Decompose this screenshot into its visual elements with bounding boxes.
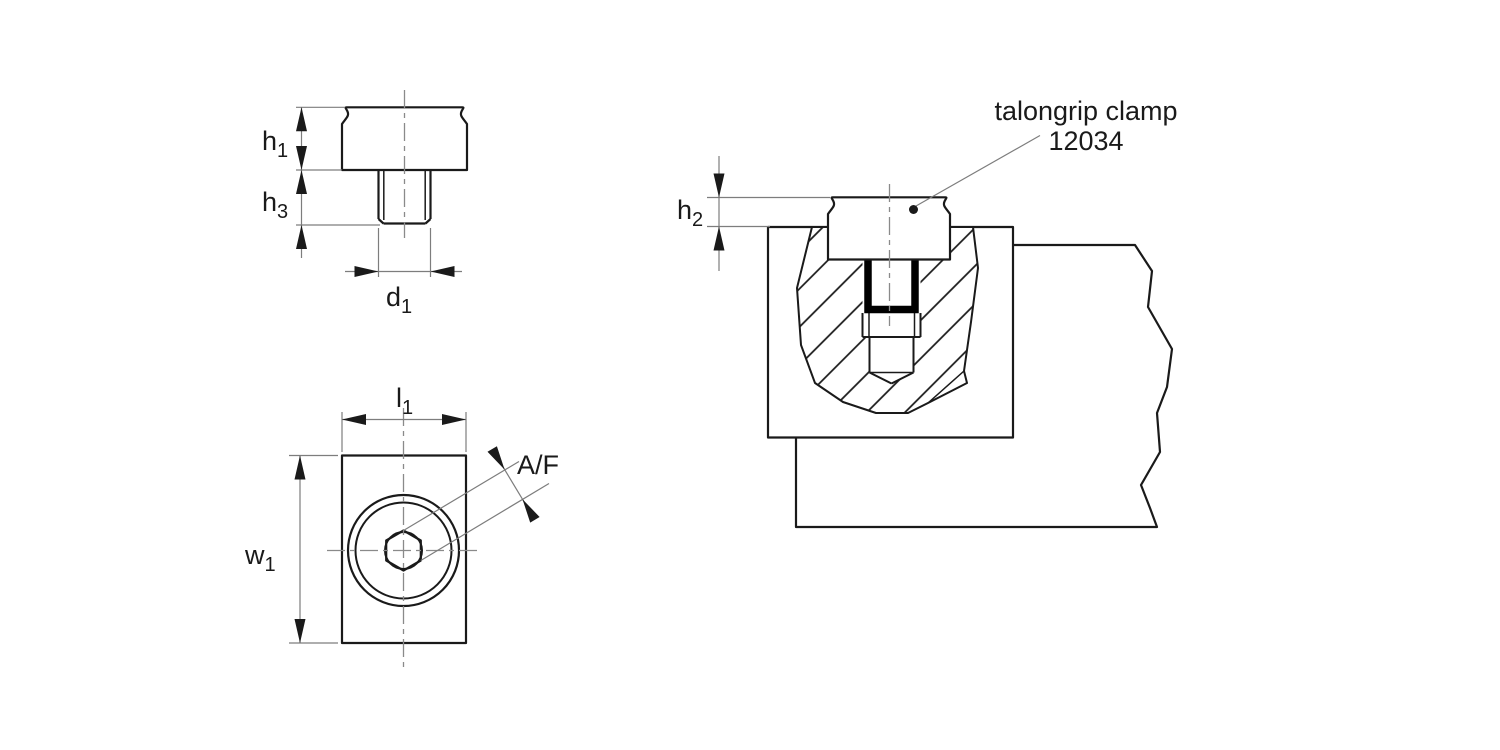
dimension-arrow [296, 107, 307, 132]
hex-socket [385, 529, 422, 572]
top-view: l1 w1 A/F [244, 383, 559, 668]
dim-label-h1: h1 [262, 126, 288, 162]
dimension-arrow [296, 225, 307, 249]
dimension-arrow [442, 414, 466, 425]
dim-label-h3: h3 [262, 187, 288, 223]
callout-leader-line [915, 134, 1041, 207]
dimension-arrow [354, 266, 379, 277]
dimension-arrow [713, 226, 725, 251]
dim-label-h2: h2 [677, 195, 703, 231]
side-view: h1 h3 d1 [262, 90, 469, 318]
callout-part-name: talongrip clamp [994, 96, 1177, 126]
dimension-arrow [342, 414, 366, 425]
dimension-arrow [296, 170, 307, 194]
part-callout: talongrip clamp 12034 [909, 96, 1178, 214]
dim-w1: w1 [244, 454, 338, 644]
dim-label-w1: w1 [244, 540, 276, 576]
thread-engagement [864, 259, 919, 314]
tapped-hole-outline [861, 313, 922, 338]
pilot-hole-outline [868, 337, 915, 385]
section-view: h2 talongrip clamp 12034 [677, 96, 1178, 529]
dimension-arrow [713, 173, 725, 198]
dimension-arrow [430, 266, 455, 277]
dimension-arrow [487, 446, 505, 470]
callout-part-number: 12034 [1048, 126, 1123, 156]
dim-h2: h2 [677, 156, 830, 271]
tapped-hole-clear [862, 259, 921, 337]
dimension-arrow [294, 455, 306, 480]
dim-l1: l1 [341, 383, 467, 452]
dimension-arrow [296, 146, 307, 170]
stud-outline [377, 170, 432, 225]
dim-h1-h3: h1 h3 [262, 106, 380, 258]
dimension-arrow [294, 619, 306, 643]
dim-label-af: A/F [517, 450, 559, 480]
dimension-arrow [522, 499, 540, 523]
dim-af: A/F [403, 446, 559, 562]
dim-d1: d1 [345, 228, 462, 318]
callout-leader-dot [909, 205, 918, 214]
workpiece-outline [794, 243, 1174, 529]
dim-label-d1: d1 [386, 282, 412, 318]
dim-label-l1: l1 [396, 383, 413, 419]
section-facet-line [927, 370, 965, 404]
